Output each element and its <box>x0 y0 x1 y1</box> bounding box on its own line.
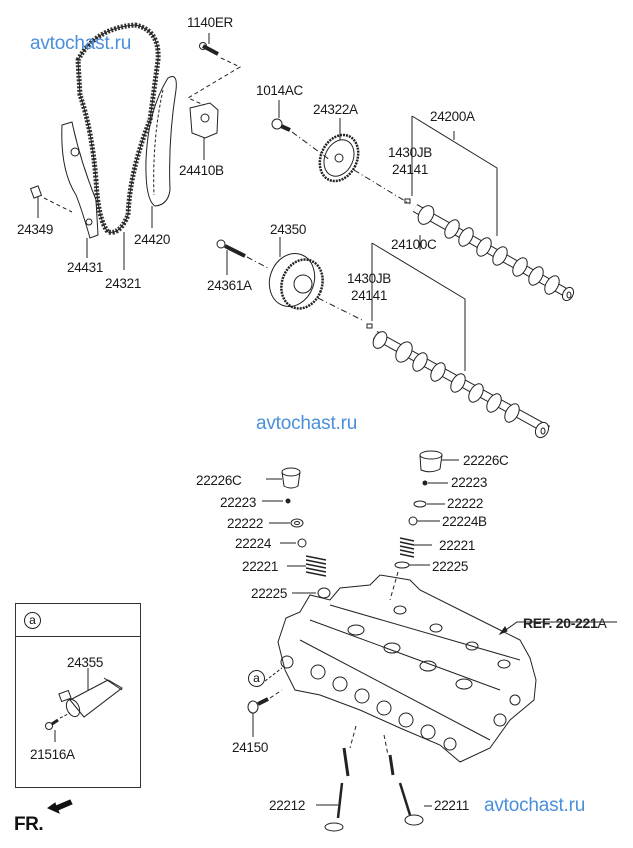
part-label-24350[interactable]: 24350 <box>270 222 307 237</box>
cvvt-sprocket <box>268 253 363 321</box>
bolt-24349 <box>29 185 73 213</box>
part-label-24141-bottom[interactable]: 24141 <box>351 288 388 303</box>
part-label-22225-left[interactable]: 22225 <box>251 586 288 601</box>
part-label-24355[interactable]: 24355 <box>67 655 104 670</box>
part-label-22224[interactable]: 22224 <box>235 536 272 551</box>
part-label-21516a[interactable]: 21516A <box>30 747 75 762</box>
valve-train-right <box>389 450 459 601</box>
bolt-1140er <box>186 42 242 106</box>
part-label-1140er[interactable]: 1140ER <box>187 15 233 30</box>
part-label-24322a[interactable]: 24322A <box>313 102 358 117</box>
part-label-22211[interactable]: 22211 <box>434 798 470 813</box>
chain-tensioner <box>189 102 219 139</box>
part-label-24361a[interactable]: 24361A <box>207 278 252 293</box>
part-label-24321[interactable]: 24321 <box>105 276 142 291</box>
part-label-22225-right[interactable]: 22225 <box>432 559 469 574</box>
part-label-1014ac[interactable]: 1014AC <box>256 83 303 98</box>
part-label-22221-left[interactable]: 22221 <box>242 559 279 574</box>
part-label-24431[interactable]: 24431 <box>67 260 104 275</box>
cylinder-head <box>277 574 537 763</box>
bolt-1014ac <box>271 118 331 161</box>
part-label-22212[interactable]: 22212 <box>269 798 306 813</box>
part-label-24200a[interactable]: 24200A <box>430 109 475 124</box>
part-label-24141-top[interactable]: 24141 <box>392 162 429 177</box>
part-label-22223-right[interactable]: 22223 <box>451 475 488 490</box>
part-label-24150[interactable]: 24150 <box>232 740 269 755</box>
part-label-24410b[interactable]: 24410B <box>179 163 224 178</box>
valve-exhaust <box>316 725 357 832</box>
part-label-22226c-right[interactable]: 22226C <box>463 453 509 468</box>
part-label-22222-right[interactable]: 22222 <box>447 496 484 511</box>
timing-chain <box>75 22 161 235</box>
part-label-1430jb-bottom[interactable]: 1430JB <box>347 271 391 286</box>
inset-marker: a <box>24 612 41 629</box>
valve-train-left <box>262 467 331 599</box>
bolt-24361a <box>216 239 269 269</box>
front-arrow-icon <box>47 799 73 814</box>
camshaft-exhaust <box>404 198 575 302</box>
tensioner-arm <box>61 121 99 239</box>
inset-header: a <box>16 604 140 637</box>
reference-label[interactable]: REF. 20-221A <box>523 615 607 631</box>
part-label-22221-right[interactable]: 22221 <box>439 538 476 553</box>
chain-guide <box>145 76 177 207</box>
part-label-22223-left[interactable]: 22223 <box>220 495 257 510</box>
front-indicator: FR. <box>14 814 44 835</box>
part-label-22222-left[interactable]: 22222 <box>227 516 264 531</box>
reference-suffix: A <box>597 615 607 631</box>
part-label-24349[interactable]: 24349 <box>17 222 54 237</box>
plug-24150 <box>247 689 283 737</box>
watermark: avtochast.ru <box>484 795 586 816</box>
reference-text: REF. 20-221 <box>523 615 598 631</box>
watermark: avtochast.ru <box>30 33 132 54</box>
ocv-solenoid <box>45 668 123 742</box>
watermark: avtochast.ru <box>256 413 358 434</box>
camshaft-intake <box>366 323 551 439</box>
part-label-24420[interactable]: 24420 <box>134 232 171 247</box>
part-label-22226c-left[interactable]: 22226C <box>196 473 242 488</box>
inset-detail-box: a <box>15 603 141 788</box>
part-label-1430jb-top[interactable]: 1430JB <box>388 145 432 160</box>
valve-intake <box>383 734 432 826</box>
callout-marker[interactable]: a <box>248 670 265 687</box>
part-label-22224b[interactable]: 22224B <box>442 514 487 529</box>
part-label-24100c[interactable]: 24100C <box>391 237 437 252</box>
cam-sprocket <box>318 133 411 205</box>
